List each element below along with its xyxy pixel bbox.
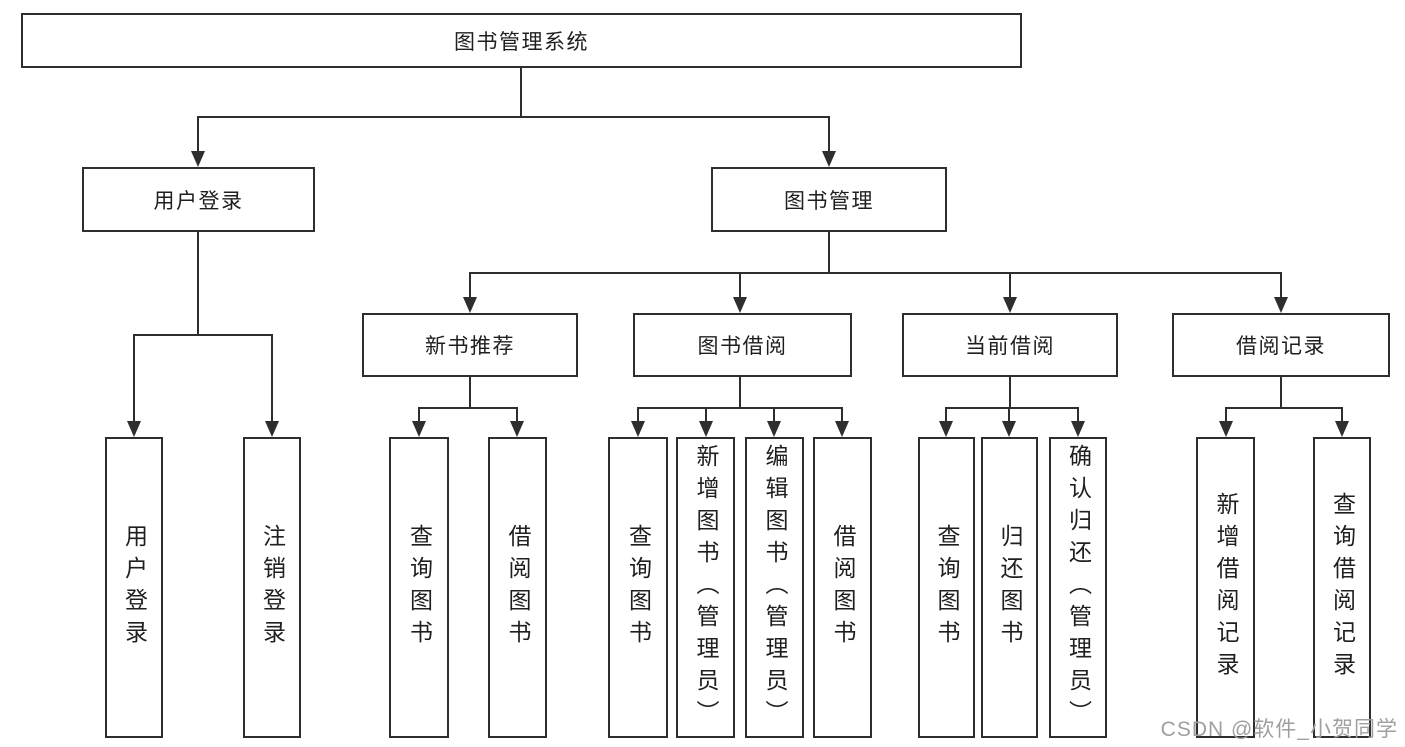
leaf-recommend-query-books: 查询图书 [389, 437, 449, 738]
leaf-logout-label: 注销登录 [259, 523, 286, 652]
leaf-confirm-return-admin: 确认归还（管理员） [1049, 437, 1107, 738]
leaf-edit-books-admin-label: 编辑图书（管理员） [762, 443, 788, 732]
leaf-current-query-books-label: 查询图书 [934, 523, 960, 652]
leaf-add-books-admin-label: 新增图书（管理员） [693, 443, 719, 732]
leaf-borrowing-query-books-label: 查询图书 [625, 523, 652, 652]
leaf-recommend-borrow-books: 借阅图书 [488, 437, 547, 738]
leaf-borrowing-borrow-books: 借阅图书 [813, 437, 872, 738]
leaf-return-books: 归还图书 [981, 437, 1038, 738]
connector-root-to-level2 [191, 68, 836, 167]
connector-borrow-to-leaves [631, 377, 849, 437]
leaf-user-login-label: 用户登录 [121, 523, 148, 652]
leaf-return-books-label: 归还图书 [997, 523, 1023, 652]
leaf-query-borrow-record: 查询借阅记录 [1313, 437, 1371, 738]
leaf-add-borrow-record-label: 新增借阅记录 [1213, 491, 1239, 684]
leaf-add-borrow-record: 新增借阅记录 [1196, 437, 1255, 738]
leaf-user-login: 用户登录 [105, 437, 163, 738]
connector-login-to-leaves [127, 232, 279, 437]
node-book-borrowing: 图书借阅 [633, 313, 852, 377]
node-new-book-recommend: 新书推荐 [362, 313, 578, 377]
leaf-borrowing-query-books: 查询图书 [608, 437, 668, 738]
connector-current-to-leaves [939, 377, 1085, 437]
leaf-add-books-admin: 新增图书（管理员） [676, 437, 735, 738]
node-library-system: 图书管理系统 [21, 13, 1022, 68]
leaf-current-query-books: 查询图书 [918, 437, 975, 738]
csdn-watermark: CSDN @软件_小贺同学 [1160, 718, 1398, 741]
node-user-login: 用户登录 [82, 167, 315, 232]
leaf-query-borrow-record-label: 查询借阅记录 [1329, 491, 1356, 684]
leaf-logout: 注销登录 [243, 437, 301, 738]
leaf-recommend-borrow-books-label: 借阅图书 [505, 523, 531, 652]
leaf-borrowing-borrow-books-label: 借阅图书 [830, 523, 856, 652]
node-current-borrowing: 当前借阅 [902, 313, 1118, 377]
node-book-management: 图书管理 [711, 167, 947, 232]
connector-mgmt-to-level3 [463, 232, 1288, 313]
leaf-confirm-return-admin-label: 确认归还（管理员） [1065, 443, 1092, 732]
leaf-recommend-query-books-label: 查询图书 [406, 523, 433, 652]
node-borrow-records: 借阅记录 [1172, 313, 1390, 377]
connector-records-to-leaves [1219, 377, 1349, 437]
connector-newbooks-to-leaves [412, 377, 524, 437]
leaf-edit-books-admin: 编辑图书（管理员） [745, 437, 804, 738]
